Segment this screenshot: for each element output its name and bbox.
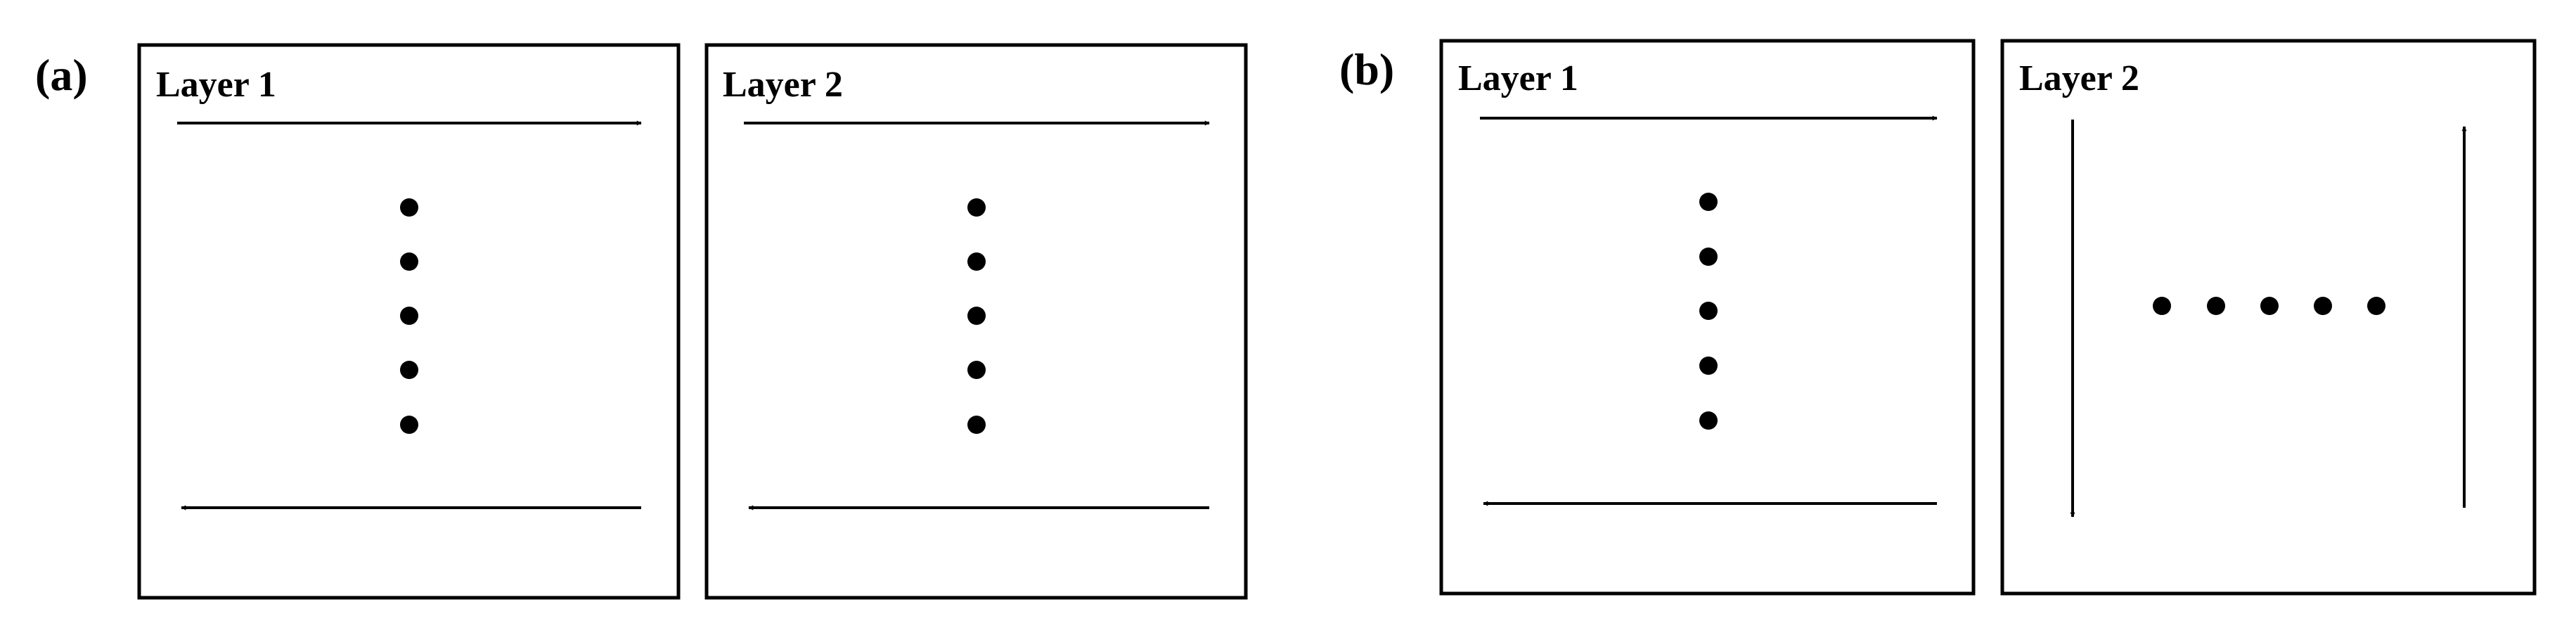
layer-title: Layer 1 (1458, 58, 1578, 98)
dot (400, 361, 418, 379)
dot (1699, 411, 1718, 430)
layer-title: Layer 2 (723, 65, 843, 105)
panel-a-label: (a) (35, 50, 88, 100)
dot (400, 416, 418, 434)
horizontal-dot-row (2153, 297, 2385, 315)
dot (2367, 297, 2385, 315)
dot (1699, 193, 1718, 211)
dot (2153, 297, 2171, 315)
panel-a-layer-1: Layer 1 (137, 43, 681, 600)
dot (1699, 357, 1718, 375)
dot (967, 307, 986, 325)
layer-title: Layer 2 (2019, 58, 2139, 98)
layer-title: Layer 1 (156, 65, 276, 105)
dot (1699, 248, 1718, 266)
panel-b-layer-2: Layer 2 (2000, 39, 2537, 596)
dot (2260, 297, 2279, 315)
vertical-dot-row (400, 198, 418, 434)
layer-frame (1439, 39, 1976, 596)
dot (967, 361, 986, 379)
dot (400, 252, 418, 271)
dot (1699, 302, 1718, 320)
dot (400, 198, 418, 217)
vertical-dot-row (1699, 193, 1718, 430)
layer-frame (704, 43, 1248, 600)
dot (2207, 297, 2225, 315)
dot (967, 252, 986, 271)
panel-a: (a) Layer 1 Layer 2 (35, 43, 1248, 600)
panel-a-layer-2: Layer 2 (704, 43, 1248, 600)
vertical-dot-row (967, 198, 986, 434)
layer-frame (137, 43, 681, 600)
panel-b-label: (b) (1339, 44, 1394, 94)
dot (967, 416, 986, 434)
panel-b-layer-1: Layer 1 (1439, 39, 1976, 596)
dot (2314, 297, 2332, 315)
dot (967, 198, 986, 217)
layer-frame (2000, 39, 2537, 596)
dot (400, 307, 418, 325)
panel-b: (b) Layer 1 Layer 2 (1339, 39, 2537, 596)
